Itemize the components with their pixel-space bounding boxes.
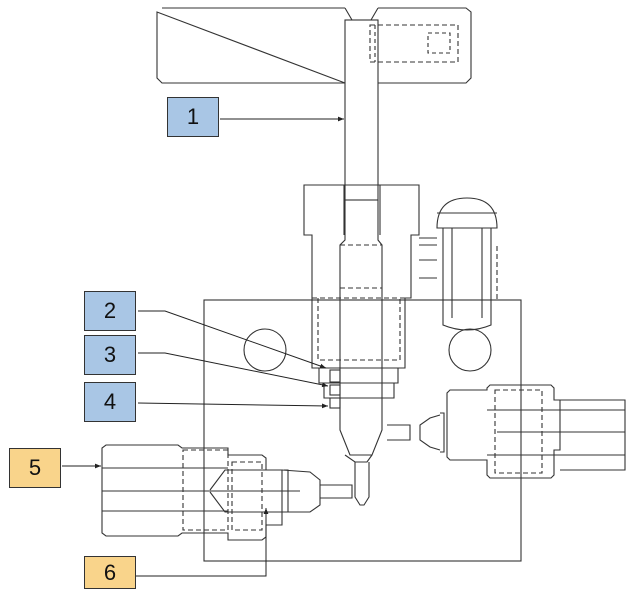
callout-5: 5 <box>9 448 61 488</box>
leader-line-6 <box>136 508 269 577</box>
leader-line-2 <box>138 310 327 369</box>
t-handle <box>156 7 472 84</box>
left-plug <box>243 328 287 372</box>
callout-2: 2 <box>84 291 136 331</box>
bonnet-nut <box>303 184 420 369</box>
callout-1: 1 <box>167 97 219 137</box>
stem <box>344 19 379 201</box>
callout-6: 6 <box>84 556 136 589</box>
right-connector <box>446 384 561 479</box>
callout-3: 3 <box>84 335 136 375</box>
leader-line-4 <box>137 402 329 409</box>
callout-4: 4 <box>84 382 136 422</box>
right-plug <box>448 328 492 372</box>
leader-line-3 <box>138 352 329 388</box>
valve-body <box>203 299 522 562</box>
left-connector <box>101 444 283 541</box>
screw-head <box>436 197 498 229</box>
